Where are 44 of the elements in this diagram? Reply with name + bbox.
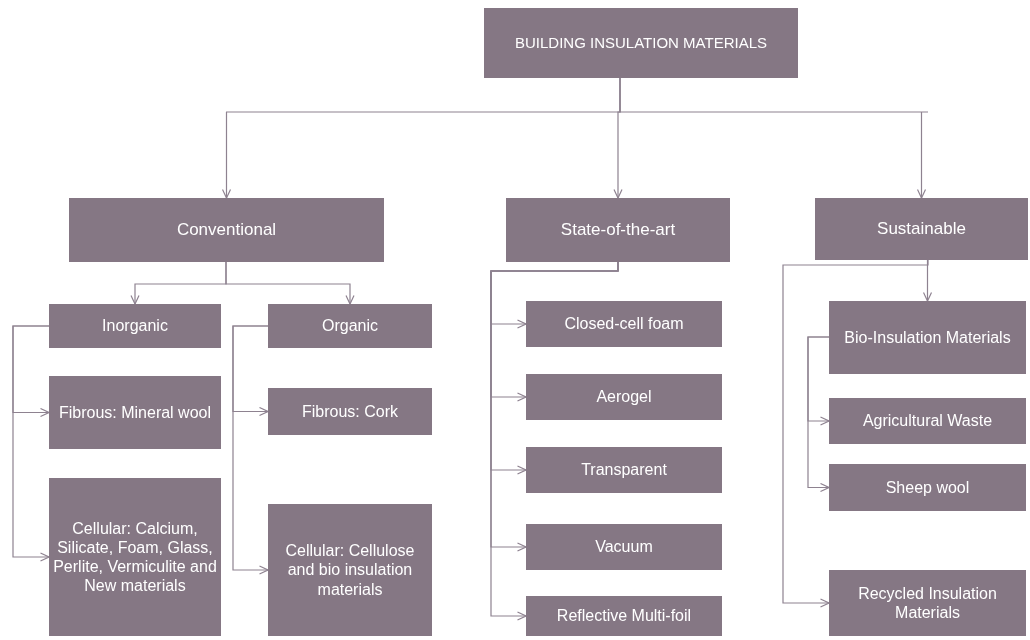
- category-box: [815, 198, 1028, 260]
- category-box: [829, 301, 1026, 374]
- category-box: [526, 374, 722, 420]
- connector-arrow: [12, 325, 50, 562]
- category-label: Transparent: [581, 460, 667, 480]
- connector-arrow: [232, 325, 269, 575]
- category-box: [49, 304, 221, 348]
- category-box: [526, 447, 722, 493]
- category-label: Fibrous: Cork: [302, 401, 398, 422]
- category-label: Sustainable: [877, 218, 966, 240]
- category-box: [829, 464, 1026, 511]
- category-label: Bio-Insulation Materials: [844, 327, 1011, 348]
- category-box: [49, 376, 221, 449]
- category-label: Sheep wool: [885, 477, 970, 498]
- category-label: BUILDING INSULATION MATERIALS: [515, 34, 767, 52]
- category-label: Recycled Insulation Materials: [857, 583, 998, 623]
- category-box: [829, 398, 1026, 444]
- category-label: State-of-the-art: [560, 219, 676, 241]
- category-box: [484, 8, 798, 78]
- category-label: Reflective Multi-foil: [556, 606, 692, 626]
- category-label: Agricultural Waste: [862, 411, 993, 431]
- connector-arrow: [619, 77, 929, 199]
- connector-arrow: [782, 259, 929, 608]
- category-box: [69, 198, 384, 262]
- category-box: [526, 524, 722, 570]
- category-box: [268, 304, 432, 348]
- category-label: Organic: [322, 316, 378, 336]
- category-box: [49, 478, 221, 636]
- category-label: Aerogel: [596, 387, 652, 407]
- category-label: Vacuum: [595, 537, 653, 557]
- connector-arrow: [225, 261, 355, 305]
- category-label: Inorganic: [102, 316, 168, 336]
- category-box: [526, 596, 722, 636]
- category-box: [268, 504, 432, 636]
- connector-arrow: [807, 336, 830, 493]
- category-box: [829, 570, 1026, 636]
- category-box: [268, 388, 432, 435]
- category-label: Cellular: Cellulose and bio insulation materials: [284, 541, 416, 599]
- category-box: [526, 301, 722, 347]
- category-label: Conventional: [176, 219, 277, 241]
- category-box: [506, 198, 730, 262]
- category-label: Closed-cell foam: [564, 314, 684, 334]
- category-label: Cellular: Calcium, Silicate, Foam, Glass, Perlite, Vermiculite and New materials: [52, 518, 218, 596]
- category-label: Fibrous: Mineral wool: [58, 402, 212, 423]
